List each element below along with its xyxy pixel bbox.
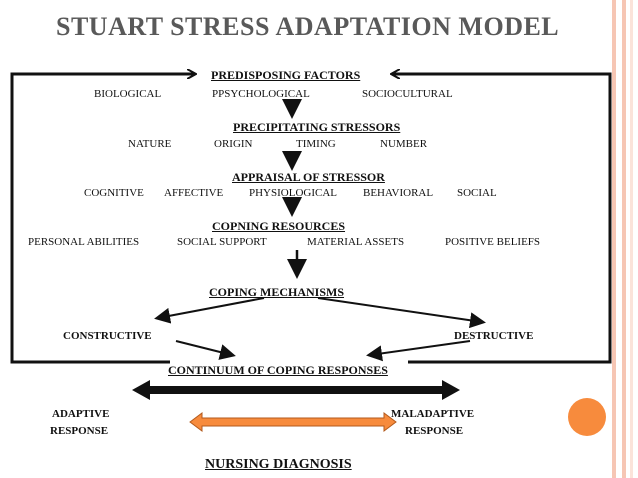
- resource-item-positive-beliefs: POSITIVE BELIEFS: [445, 236, 541, 248]
- predisposing-factors-heading: PREDISPOSING FACTORS: [211, 68, 361, 82]
- predisposing-item-biological: BIOLOGICAL: [94, 88, 162, 100]
- coping-mechanisms-heading: COPING MECHANISMS: [209, 285, 345, 299]
- orange-circle-decoration: [568, 398, 606, 436]
- arrow-to-constructive: [154, 297, 265, 324]
- appraisal-item-affective: AFFECTIVE: [164, 187, 224, 199]
- continuum-heading: CONTINUUM OF COPING RESPONSES: [168, 363, 388, 377]
- arrow-to-destructive: [317, 297, 486, 329]
- maladaptive-label: MALADAPTIVE: [391, 408, 475, 420]
- adaptive-label: ADAPTIVE: [52, 408, 110, 420]
- appraisal-heading: APPRAISAL OF STRESSOR: [232, 170, 385, 184]
- constructive-label: CONSTRUCTIVE: [63, 330, 152, 342]
- destructive-label: DESTRUCTIVE: [454, 330, 534, 342]
- appraisal-item-behavioral: BEHAVIORAL: [363, 187, 434, 199]
- precipitating-item-number: NUMBER: [380, 138, 428, 150]
- adaptive-response-label: RESPONSE: [50, 425, 109, 437]
- maladaptive-response-label: RESPONSE: [405, 425, 464, 437]
- page-title: STUART STRESS ADAPTATION MODEL: [56, 12, 560, 41]
- decorative-stripe: [612, 0, 616, 478]
- continuum-black-double-arrow: [132, 380, 460, 400]
- resource-item-material-assets: MATERIAL ASSETS: [307, 236, 405, 248]
- predisposing-item-sociocultural: SOCIOCULTURAL: [362, 88, 453, 100]
- coping-resources-heading: COPNING RESOURCES: [212, 219, 346, 233]
- nursing-diagnosis-label: NURSING DIAGNOSIS: [205, 457, 352, 472]
- precipitating-stressors-heading: PRECIPITATING STRESSORS: [233, 120, 401, 134]
- appraisal-item-physiological: PHYSIOLOGICAL: [249, 187, 337, 199]
- adaptive-maladaptive-orange-arrow: [189, 412, 397, 432]
- feedback-loop-frame: [10, 74, 612, 364]
- appraisal-item-social: SOCIAL: [457, 187, 497, 199]
- arrow-destructive-to-continuum: [366, 340, 471, 362]
- decorative-stripe: [630, 0, 633, 478]
- resource-item-social-support: SOCIAL SUPPORT: [177, 236, 267, 248]
- appraisal-item-cognitive: COGNITIVE: [84, 187, 144, 199]
- precipitating-item-nature: NATURE: [128, 138, 172, 150]
- precipitating-item-origin: ORIGIN: [214, 138, 253, 150]
- decorative-stripe: [622, 0, 626, 478]
- resource-item-personal-abilities: PERSONAL ABILITIES: [28, 236, 140, 248]
- arrow-constructive-to-continuum: [175, 340, 236, 360]
- predisposing-item-psychological: PPSYCHOLOGICAL: [212, 88, 310, 100]
- precipitating-item-timing: TIMING: [296, 138, 336, 150]
